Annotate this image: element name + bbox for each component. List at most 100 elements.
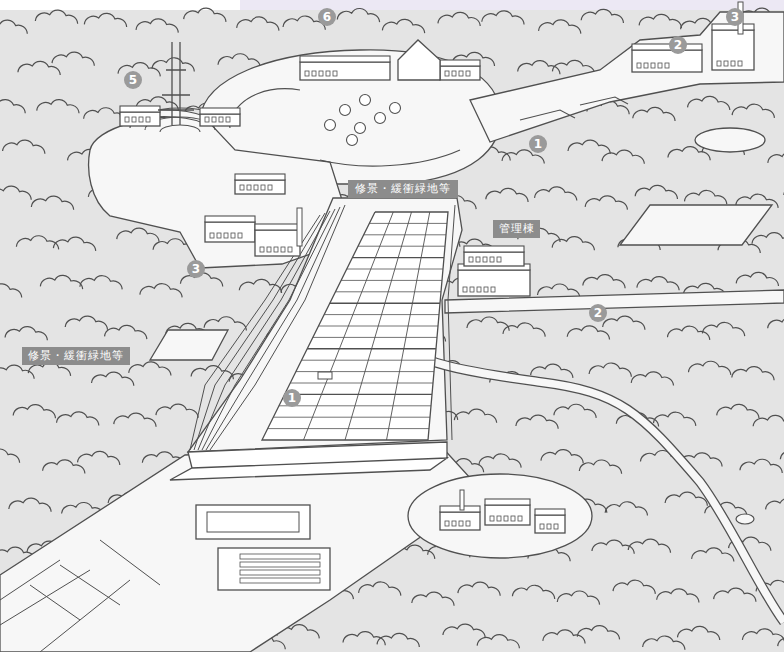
tree-clump [84,13,126,27]
callout-number: 6 [318,8,336,26]
tree-clump [9,498,51,512]
tree-clump [567,326,609,340]
tree-clump [382,19,424,33]
tree-clump [579,460,621,474]
chimney [297,208,302,246]
tree-clump [688,96,730,110]
tree-clump [184,8,226,22]
open-ground [470,12,784,142]
tree-clump [637,277,679,291]
factory-site [408,474,592,558]
tree-clump [516,415,558,429]
open-ground [89,117,342,268]
tree-clump [479,454,521,468]
chimney [460,490,464,510]
tree-clump [581,9,623,23]
tree-clump [780,448,784,462]
tree-clump [359,582,401,596]
tree-clump [539,20,581,34]
open-ground [188,198,462,452]
building [464,246,524,266]
building [235,174,285,194]
tree-clump [454,409,496,423]
tree-clump [16,236,58,250]
field-line [0,540,160,652]
building [440,60,480,80]
tree-clump [702,322,744,336]
area-label: 修景・緩衝緑地等 [348,180,458,198]
tree-clump [0,449,20,463]
area-label: 管理棟 [493,220,540,238]
tree-clump [57,412,99,426]
tree-clump [677,626,719,640]
tree-clump [628,539,670,553]
building [200,108,240,126]
tree-clump [40,275,82,289]
dam [170,442,447,480]
treatment-basin [240,554,320,583]
tree-clump [482,11,524,25]
tree-clump [129,362,171,376]
building [205,216,255,242]
tree-clump [768,152,784,166]
tree-clump [657,589,699,603]
callout-number: 2 [589,304,607,322]
plaza-tree [325,120,336,131]
plaza-tree [340,105,351,116]
drain-box [318,372,332,379]
tree-clump [589,363,631,377]
tree-clump [732,104,774,118]
building [712,24,754,70]
building [255,224,300,256]
building [120,106,160,126]
tree-clump [557,591,599,605]
tree-clump [635,185,677,199]
building [535,509,565,533]
pond [736,514,754,524]
tree-clump [31,196,73,210]
label-text: 修景・緩衝緑地等 [27,349,125,363]
building [485,499,530,525]
tree-clump [766,498,784,512]
label-text: 管理棟 [498,222,535,236]
tree-clump [443,624,485,638]
tree-clump [592,540,634,554]
open-ground [150,330,228,360]
tree-clump [92,372,134,386]
tree-clump [740,459,782,473]
tree-clump [412,592,454,606]
tree-clump [377,633,419,647]
tree-clump [552,237,594,251]
building [458,264,530,296]
tree-clump [684,190,726,204]
path-line [230,89,460,166]
tree-clump [531,364,573,378]
tree-clump [643,636,685,650]
plaza-tree [375,113,386,124]
tree-clump [535,187,577,201]
tree-clump [503,323,545,337]
tree-clump [477,635,519,649]
slope-terrace [448,205,455,440]
tree-clump [140,284,182,298]
tree-clump [768,317,784,331]
tree-clump [78,451,120,465]
tree-clump [633,107,675,121]
tree-clump [156,404,198,418]
parking [520,97,628,120]
tree-clump [0,20,27,34]
callout-number: 1 [283,389,301,407]
pond [695,128,765,152]
tree-clump [732,367,774,381]
tree-clump [631,372,673,386]
tree-clump [639,14,681,28]
basin [196,505,310,539]
tree-clump [337,8,379,22]
tree-clump [0,186,31,200]
tree-clump [136,19,178,33]
tree-clump [778,635,784,649]
area-label: 修景・緩衝緑地等 [22,347,130,365]
road [410,330,784,622]
